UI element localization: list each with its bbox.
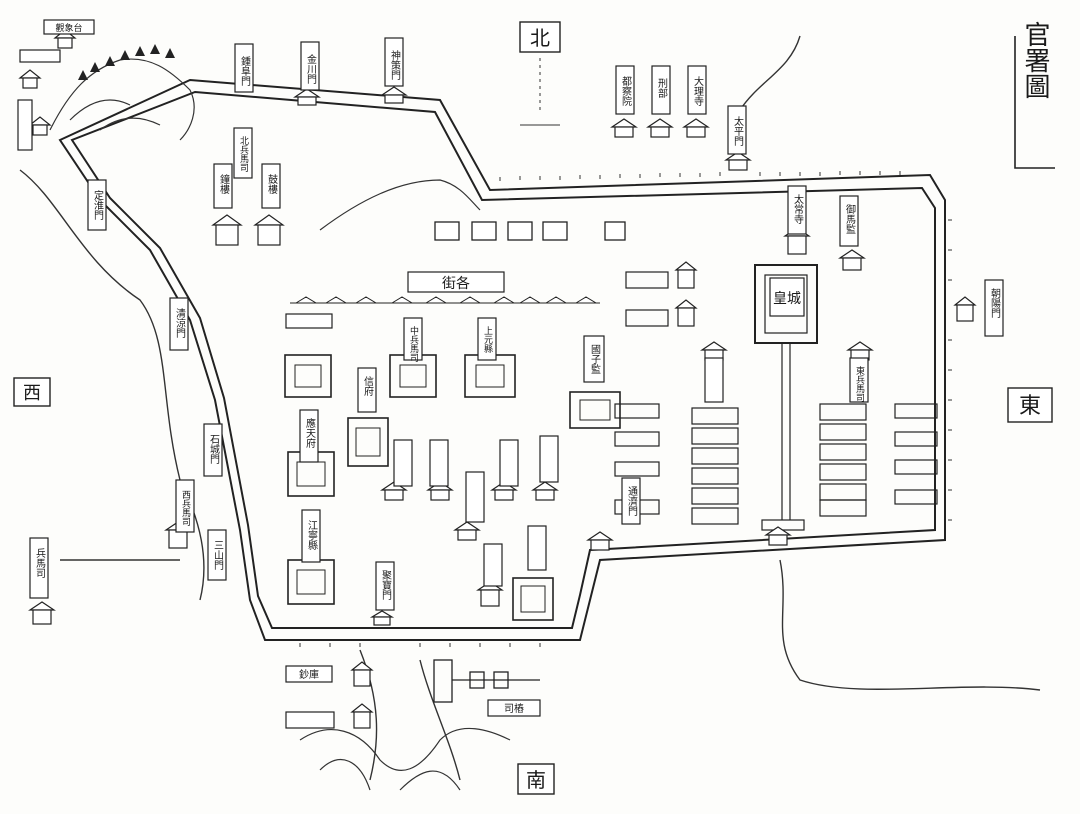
direction-labels: 北 西 東 南 [13, 21, 1053, 795]
north-bingma-label: 北兵馬司 [238, 136, 249, 172]
guozijian-label: 國子監 [589, 344, 601, 374]
gate-qingliang-label: 清涼門 [174, 307, 186, 339]
drum-tower-label: 鼓樓 [266, 173, 278, 195]
map-labels: 街各 皇城 鍾阜門 金川門 神策門 都察院 刑部 大理寺 太平門 鐘樓 鼓樓 北… [34, 22, 1001, 715]
xinfu-label: 信府 [362, 376, 374, 397]
sizhuang-label: 司樁 [504, 702, 524, 715]
gate-zhongfu-label: 鍾阜門 [239, 55, 251, 87]
west-bingma-label: 西兵馬司 [180, 490, 191, 526]
gate-taiping-label: 太平門 [732, 115, 744, 147]
chaoku-label: 鈔庫 [299, 668, 319, 681]
east-bingma-label: 東兵馬司 [854, 365, 865, 402]
taichang-label: 太常寺 [792, 193, 804, 224]
gate-sanshan-label: 三山門 [212, 540, 224, 571]
east-label: 東 [1019, 394, 1041, 419]
central-bingma-label: 中兵馬司 [408, 325, 419, 362]
office-rows [614, 271, 938, 525]
gate-chaoyang-label: 朝陽門 [989, 288, 1001, 319]
gate-shence-label: 神策門 [389, 49, 401, 81]
gate-dinghuai-label: 定淮門 [92, 189, 104, 221]
south-gate-complex [433, 659, 540, 703]
xingbu-label: 刑部 [656, 77, 668, 99]
wall-battlements [299, 171, 952, 647]
north-axis [520, 58, 560, 126]
street-label: 街各 [442, 276, 470, 292]
gate-tongji-label: 通濟門 [626, 486, 638, 517]
pavilions [18, 29, 977, 729]
shangyuan-label: 上元縣 [482, 326, 493, 353]
gate-jubao-label: 聚寶門 [380, 570, 392, 601]
duchayuan-label: 都察院 [620, 76, 632, 107]
yingtianfu-label: 應天府 [304, 417, 316, 449]
trees-northwest [78, 44, 175, 80]
street-pavilion-row [290, 296, 600, 304]
south-label: 南 [526, 768, 546, 792]
yuma-label: 御馬監 [844, 203, 856, 234]
bingma-si-label: 兵馬司 [34, 547, 46, 578]
jiangning-label: 江寧縣 [306, 520, 318, 550]
gate-shicheng-label: 石城門 [208, 434, 220, 465]
dalisi-label: 大理寺 [692, 75, 704, 106]
city-wall [58, 78, 946, 641]
observatory-label: 觀象台 [55, 22, 82, 34]
west-label: 西 [23, 383, 41, 404]
mountains-northwest [49, 58, 481, 231]
gate-jinchuan-label: 金川門 [305, 53, 317, 85]
mountains-south [299, 727, 511, 791]
bell-tower-label: 鐘樓 [218, 173, 230, 195]
map-title: 官署圖 [1020, 21, 1050, 99]
rivers [19, 35, 1041, 781]
title-block: 官署圖 [1014, 21, 1055, 169]
imperial-city-label: 皇城 [773, 291, 801, 307]
compounds [284, 354, 621, 621]
label-tags [17, 19, 1004, 729]
north-label: 北 [530, 26, 550, 50]
north-row-buildings [434, 221, 626, 241]
